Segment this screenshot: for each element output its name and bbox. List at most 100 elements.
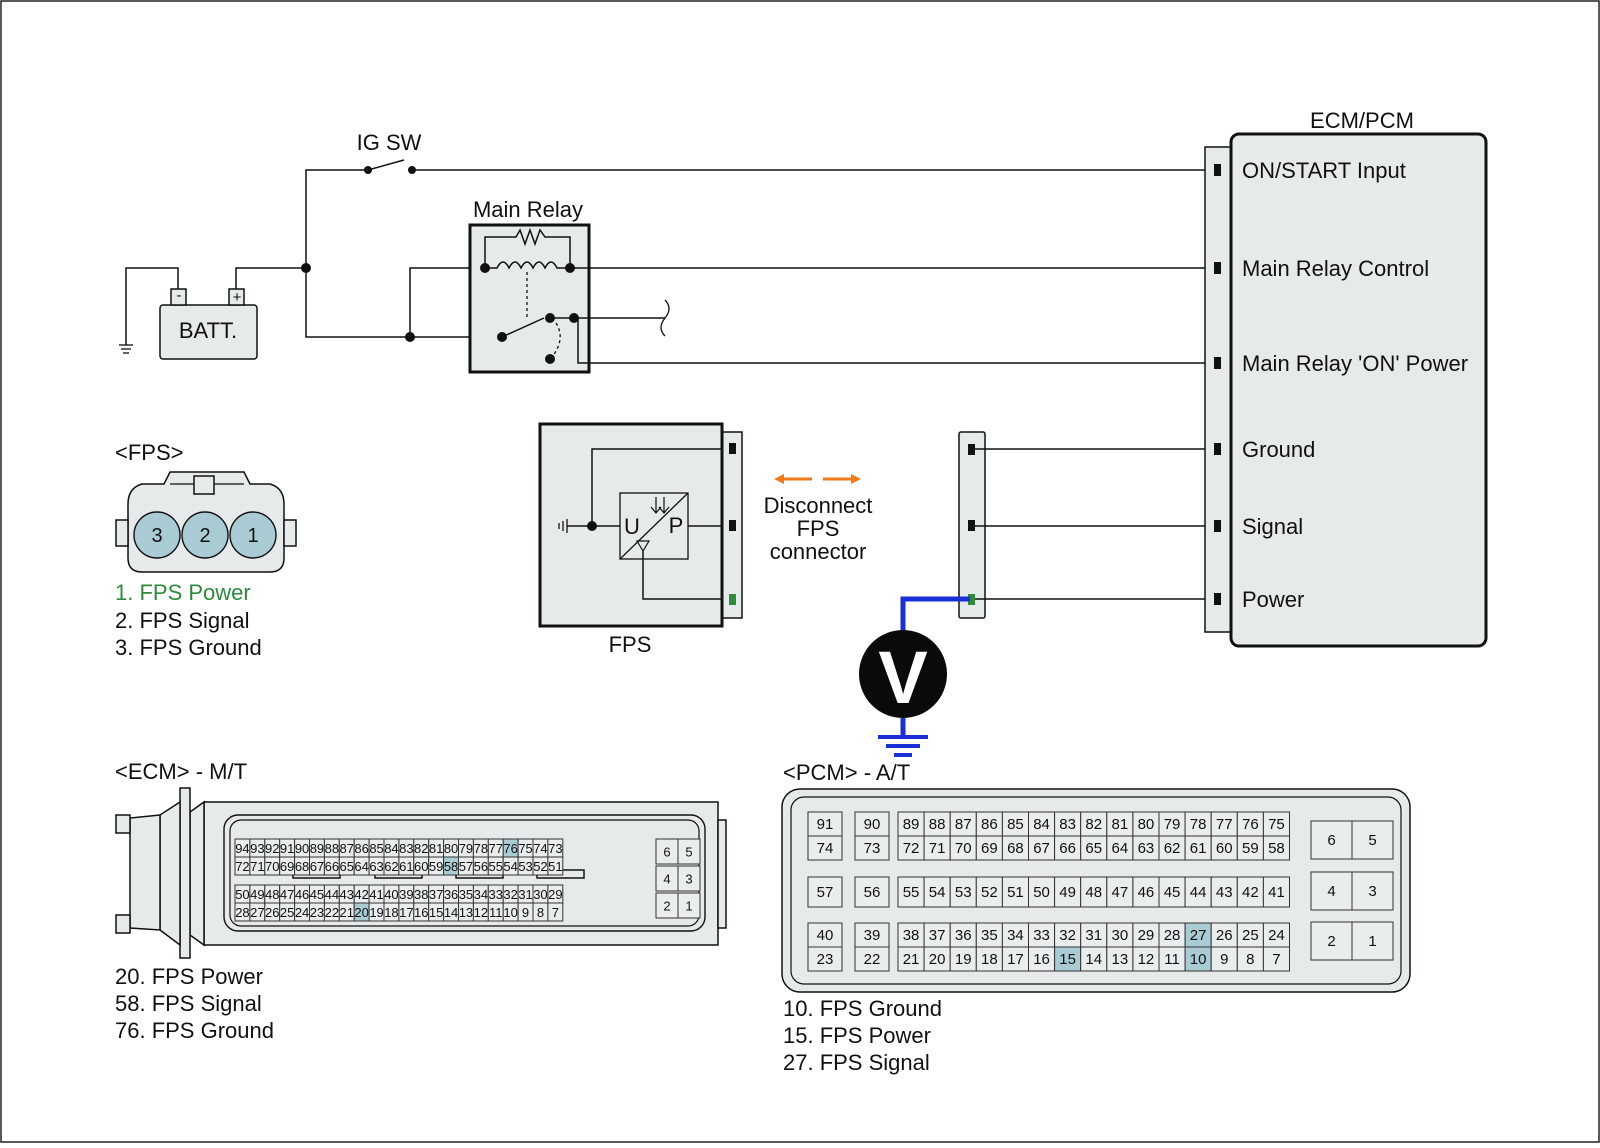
pcm-pin-cell-label: 52 (981, 884, 998, 901)
ecm-pin-cell: 79 (458, 838, 474, 858)
ecm-pin-cell: 12 (472, 902, 489, 922)
pcm-pin-cell: 43 (1210, 876, 1238, 908)
pcm-pin-cell-label: 69 (981, 840, 998, 857)
pcm-pin-cell-label: 76 (1242, 816, 1259, 833)
ecm-pin-cell-label: 36 (444, 887, 458, 902)
pcm-pin-cell-label: 49 (1059, 884, 1076, 901)
fps-power-terminal (729, 594, 736, 605)
pcm-pin-cell: 16 (1028, 946, 1056, 972)
ecm-pin-cell: 56 (472, 856, 489, 876)
pcm-pin-cell-label: 20 (929, 951, 946, 968)
pcm-pin-cell: 20 (923, 946, 951, 972)
pcm-pin-cell: 49 (1054, 876, 1082, 908)
ecm-pin-terminal (1214, 443, 1221, 455)
pcm-pin-cell: 61 (1184, 835, 1212, 861)
ecm-pin-cell-label: 94 (235, 841, 249, 856)
ecm-pin-cell: 67 (309, 856, 325, 876)
ecm-pin-cell: 31 (517, 884, 534, 904)
pcm-pin-cell-label: 4 (1327, 883, 1335, 900)
ecm-pin-cell-label: 63 (369, 859, 383, 874)
pcm-at-legend-2: 15. FPS Power (783, 1023, 931, 1048)
ecm-pin-cell: 13 (458, 902, 474, 922)
pcm-pin-cell: 77 (1210, 811, 1238, 837)
ecm-pin-cell-label: 47 (280, 887, 294, 902)
ecm-pin-cell-label: 34 (474, 887, 488, 902)
pcm-pin-cell: 90 (854, 811, 890, 837)
ecm-pin-cell: 87 (338, 838, 355, 858)
ecm-pin-cell-label: 32 (503, 887, 517, 902)
ecm-pin-cell-label: 64 (354, 859, 368, 874)
ecm-pin-cell-label: 42 (354, 887, 368, 902)
pcm-pin-cell: 62 (1158, 835, 1186, 861)
pcm-pin-cell-label: 16 (1033, 951, 1050, 968)
ecm-pin-cell-label: 80 (444, 841, 458, 856)
ecm-pin-cell-label: 69 (280, 859, 294, 874)
main-relay-label: Main Relay (473, 197, 583, 222)
pcm-pin-cell-label: 62 (1164, 840, 1181, 857)
ecm-pin-cell-label: 58 (444, 859, 458, 874)
ecm-pin-cell-label: 91 (280, 841, 294, 856)
ecm-pin-cell-label: 38 (414, 887, 428, 902)
pcm-pin-cell-label: 78 (1190, 816, 1207, 833)
pcm-pin-cell-label: 47 (1112, 884, 1129, 901)
pcm-pin-cell-label: 42 (1242, 884, 1259, 901)
pcm-pin-cell: 30 (1106, 922, 1134, 948)
pcm-pin-cell: 2 (1310, 921, 1353, 961)
pcm-pin-cell: 86 (975, 811, 1003, 837)
ecm-pin-cell: 47 (279, 884, 296, 904)
ecm-pin-cell-label: 9 (522, 905, 529, 920)
ecm-pin-cell-label: 7 (552, 905, 559, 920)
ecm-pin-cell: 72 (234, 856, 251, 876)
ecm-pin-cell-label: 24 (295, 905, 309, 920)
pcm-pin-cell: 91 (807, 811, 843, 837)
ecm-pin-cell-label: 12 (474, 905, 488, 920)
ecm-pin-cell-label: 41 (369, 887, 383, 902)
pcm-pin-cell-label: 22 (864, 951, 881, 968)
ecm-pin-cell: 82 (413, 838, 430, 858)
pcm-pin-cell: 84 (1028, 811, 1056, 837)
pcm-at-title: <PCM> - A/T (783, 760, 910, 785)
ecm-pin-label: Main Relay Control (1242, 256, 1429, 281)
ecm-mt-title: <ECM> - M/T (115, 759, 247, 784)
ecm-pin-cell: 94 (234, 838, 251, 858)
pcm-pin-cell: 56 (854, 876, 890, 908)
pcm-pin-cell: 4 (1310, 871, 1353, 911)
pcm-pin-cell: 50 (1028, 876, 1056, 908)
ecm-pin-cell: 57 (458, 856, 474, 876)
ecm-pin-cell-label: 48 (265, 887, 279, 902)
ecm-pin-cell-label: 59 (429, 859, 443, 874)
ecm-pin-terminal (1214, 593, 1221, 605)
pcm-pin-cell-label: 84 (1033, 816, 1050, 833)
ecm-pin-cell: 61 (398, 856, 415, 876)
pcm-pin-cell: 51 (1001, 876, 1030, 908)
ecm-pin-label: ON/START Input (1242, 158, 1406, 183)
ecm-pin-cell: 44 (323, 884, 340, 904)
pcm-pin-cell: 73 (854, 835, 890, 861)
ecm-pin-cell-label: 77 (489, 841, 503, 856)
pcm-pin-cell-label: 63 (1138, 840, 1155, 857)
ecm-pin-cell-label: 43 (340, 887, 354, 902)
ecm-pin-cell: 40 (383, 884, 400, 904)
pcm-pin-cell-label: 59 (1242, 840, 1259, 857)
ecm-pin-cell: 77 (487, 838, 504, 858)
ecm-pin-cell-label: 39 (399, 887, 413, 902)
pcm-pin-cell-label: 87 (955, 816, 972, 833)
disconnect-line-2: FPS (797, 516, 840, 541)
ecm-pin-cell: 81 (428, 838, 445, 858)
pcm-pin-cell: 54 (923, 876, 951, 908)
pcm-pin-cell-label: 81 (1112, 816, 1129, 833)
ecm-pin-terminal (1214, 357, 1221, 369)
battery-label: BATT. (179, 318, 237, 343)
ecm-pin-cell-label: 78 (474, 841, 488, 856)
ecm-pin-cell: 52 (532, 856, 549, 876)
ecm-pin-cell: 17 (398, 902, 415, 922)
ecm-pin-cell-label: 44 (325, 887, 339, 902)
ecm-pin-cell: 68 (294, 856, 311, 876)
pcm-pin-cell: 63 (1132, 835, 1160, 861)
pcm-pin-cell: 70 (949, 835, 977, 861)
pcm-pin-cell: 29 (1132, 922, 1160, 948)
pcm-pin-cell: 24 (1262, 922, 1291, 948)
ecm-pin-cell: 37 (428, 884, 445, 904)
